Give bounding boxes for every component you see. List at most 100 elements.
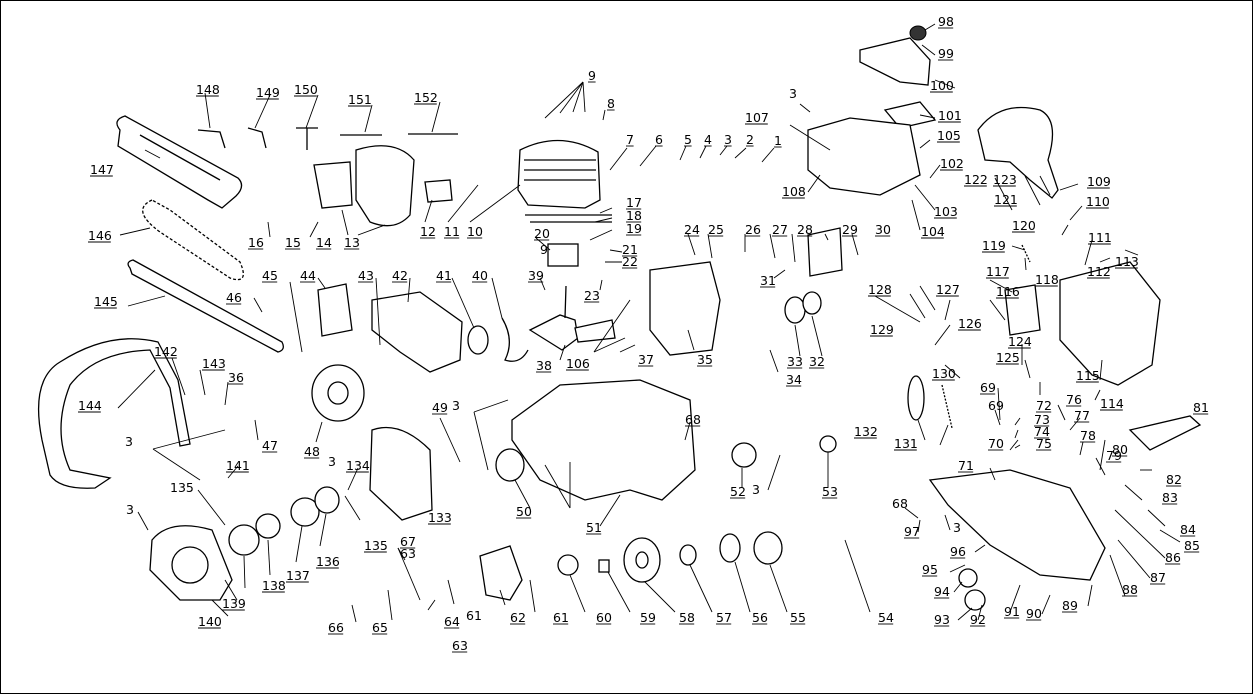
callout-24: 24 <box>684 222 700 237</box>
callout-67: 67 <box>400 534 416 549</box>
callout-121: 121 <box>994 192 1018 207</box>
callout-133: 133 <box>428 510 452 525</box>
callout-20: 20 <box>534 226 550 241</box>
callout-149: 149 <box>256 85 280 100</box>
part-shapes <box>37 25 1202 611</box>
callout-54: 54 <box>878 610 894 625</box>
callout-109: 109 <box>1087 174 1111 189</box>
callout-72: 72 <box>1036 398 1052 413</box>
callout-76: 76 <box>1066 392 1082 407</box>
callout-53: 53 <box>822 484 838 499</box>
callout-105: 105 <box>937 128 961 143</box>
callout-9: 9 <box>540 242 548 257</box>
callout-113: 113 <box>1115 254 1139 269</box>
callout-30: 30 <box>875 222 891 237</box>
callout-127: 127 <box>936 282 960 297</box>
callout-43: 43 <box>358 268 374 283</box>
callout-108: 108 <box>782 184 806 199</box>
callout-102: 102 <box>940 156 964 171</box>
callout-15: 15 <box>285 235 301 250</box>
callout-100: 100 <box>930 78 954 93</box>
callout-17: 17 <box>626 195 642 210</box>
callout-14: 14 <box>316 235 332 250</box>
callout-117: 117 <box>986 264 1010 279</box>
callout-129: 129 <box>870 322 894 337</box>
callout-3: 3 <box>724 132 732 147</box>
callout-61: 61 <box>466 608 482 623</box>
callout-28: 28 <box>797 222 813 237</box>
callout-56: 56 <box>752 610 768 625</box>
callout-125: 125 <box>996 350 1020 365</box>
callout-123: 123 <box>993 172 1017 187</box>
callout-87: 87 <box>1150 570 1166 585</box>
callout-38: 38 <box>536 358 552 373</box>
callout-92: 92 <box>970 612 986 627</box>
callout-150: 150 <box>294 82 318 97</box>
callout-81: 81 <box>1193 400 1209 415</box>
callout-137: 137 <box>286 568 310 583</box>
callout-68: 68 <box>892 496 908 511</box>
callout-71: 71 <box>958 458 974 473</box>
callout-65: 65 <box>372 620 388 635</box>
callout-131: 131 <box>894 436 918 451</box>
callout-77: 77 <box>1074 408 1090 423</box>
callout-128: 128 <box>868 282 892 297</box>
callout-21: 21 <box>622 242 638 257</box>
callout-4: 4 <box>704 132 712 147</box>
callout-88: 88 <box>1122 582 1138 597</box>
callout-99: 99 <box>938 46 954 61</box>
callout-3: 3 <box>953 520 961 535</box>
callout-22: 22 <box>622 254 638 269</box>
callout-114: 114 <box>1100 396 1124 411</box>
callout-63: 63 <box>452 638 468 653</box>
callout-90: 90 <box>1026 606 1042 621</box>
callout-34: 34 <box>786 372 802 387</box>
callout-57: 57 <box>716 610 732 625</box>
callout-64: 64 <box>444 614 460 629</box>
callout-3: 3 <box>752 482 760 497</box>
callout-2: 2 <box>746 132 754 147</box>
callout-5: 5 <box>684 132 692 147</box>
callout-103: 103 <box>934 204 958 219</box>
callout-140: 140 <box>198 614 222 629</box>
callout-3: 3 <box>452 398 460 413</box>
callout-138: 138 <box>262 578 286 593</box>
callout-134: 134 <box>346 458 370 473</box>
callout-143: 143 <box>202 356 226 371</box>
callout-119: 119 <box>982 238 1006 253</box>
callout-52: 52 <box>730 484 746 499</box>
callout-44: 44 <box>300 268 316 283</box>
callout-19: 19 <box>626 221 642 236</box>
callout-86: 86 <box>1165 550 1181 565</box>
callout-75: 75 <box>1036 436 1052 451</box>
callout-73: 73 <box>1034 412 1050 427</box>
callout-37: 37 <box>638 352 654 367</box>
callout-135: 135 <box>170 480 194 495</box>
callout-152: 152 <box>414 90 438 105</box>
callout-41: 41 <box>436 268 452 283</box>
callout-93: 93 <box>934 612 950 627</box>
callout-58: 58 <box>679 610 695 625</box>
callout-48: 48 <box>304 444 320 459</box>
callout-104: 104 <box>921 224 945 239</box>
callout-78: 78 <box>1080 428 1096 443</box>
callout-136: 136 <box>316 554 340 569</box>
callout-126: 126 <box>958 316 982 331</box>
callout-141: 141 <box>226 458 250 473</box>
callout-70: 70 <box>988 436 1004 451</box>
callout-9: 9 <box>588 68 596 83</box>
callout-144: 144 <box>78 398 102 413</box>
callout-84: 84 <box>1180 522 1196 537</box>
callout-8: 8 <box>607 96 615 111</box>
callout-3: 3 <box>328 454 336 469</box>
callout-101: 101 <box>938 108 962 123</box>
callout-7: 7 <box>626 132 634 147</box>
leader-lines <box>117 23 1181 623</box>
callout-69: 69 <box>988 398 1004 413</box>
callout-45: 45 <box>262 268 278 283</box>
callout-29: 29 <box>842 222 858 237</box>
callout-23: 23 <box>584 288 600 303</box>
callout-33: 33 <box>787 354 803 369</box>
callout-55: 55 <box>790 610 806 625</box>
callout-62: 62 <box>510 610 526 625</box>
